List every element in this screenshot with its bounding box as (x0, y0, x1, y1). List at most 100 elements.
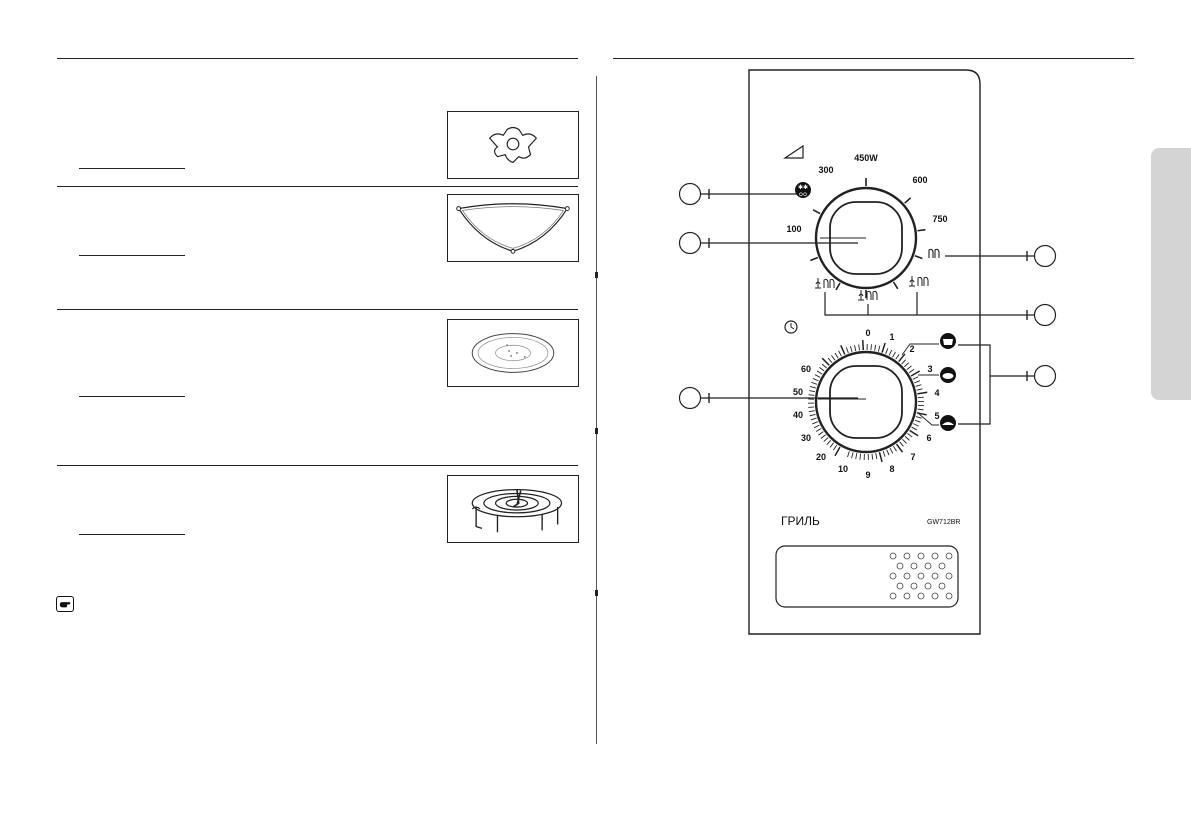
timer-tick (827, 357, 833, 363)
timer-tick (913, 423, 919, 427)
timer-tick (886, 449, 890, 456)
vent-hole (945, 572, 953, 580)
timer-tick (831, 355, 836, 361)
vent-hole (910, 562, 918, 570)
power-knob[interactable] (814, 186, 918, 290)
callout-defrost (678, 182, 796, 206)
callout-combi (824, 292, 1057, 327)
separator-tick (595, 272, 598, 278)
model-number: GW712BR (927, 519, 960, 526)
vent-hole (924, 582, 932, 590)
side-tab (1151, 148, 1191, 400)
callout-grill (945, 244, 1057, 268)
timer-tick (814, 374, 821, 378)
timer-tick (829, 442, 835, 448)
vent-hole (924, 562, 932, 570)
timer-mark-6: 6 (926, 433, 931, 443)
vent-hole (917, 552, 925, 560)
timer-tick (911, 426, 918, 431)
callout-auto-cook (958, 344, 1057, 425)
grill-rack-image (447, 475, 579, 543)
clock-icon (784, 320, 798, 334)
timer-tick (821, 363, 827, 369)
timer-tick (917, 408, 924, 411)
timer-mark-2: 2 (909, 344, 914, 354)
top-rule-right (613, 58, 1134, 59)
timer-tick (916, 388, 923, 391)
brand-label: ГРИЛЬ (781, 514, 820, 528)
svg-text:ᴑᴑ: ᴑᴑ (799, 191, 807, 198)
vent-hole (931, 572, 939, 580)
separator-tick (595, 428, 598, 434)
timer-tick (812, 421, 819, 425)
timer-tick (833, 444, 838, 451)
vent-hole (903, 592, 911, 600)
timer-tick (834, 352, 839, 359)
vent-hole (896, 562, 904, 570)
timer-tick (892, 351, 896, 358)
timer-tick (898, 353, 906, 363)
timer-tick (845, 347, 849, 354)
timer-mark-5: 5 (934, 411, 939, 421)
timer-tick (915, 384, 922, 387)
timer-tick (816, 370, 823, 375)
timer-tick (819, 367, 825, 372)
power-tick (892, 281, 899, 290)
power-tick (810, 256, 819, 262)
vent-hole (945, 552, 953, 560)
vent-hole (903, 572, 911, 580)
timer-tick (854, 345, 857, 352)
timer-tick (870, 344, 872, 351)
pointing-hand-icon (56, 596, 74, 612)
vent-hole (945, 592, 953, 600)
timer-tick (820, 434, 826, 439)
vent-hole (917, 572, 925, 580)
timer-tick (917, 391, 928, 395)
label-rule-turntable (79, 396, 185, 397)
timer-tick (840, 345, 846, 355)
grill-rack-icon (471, 488, 563, 533)
timer-tick (838, 350, 842, 357)
top-rule-left (57, 58, 578, 59)
timer-tick (875, 452, 878, 460)
timer-tick (811, 381, 818, 385)
vent-hole (903, 552, 911, 560)
timer-tick (895, 443, 904, 453)
coupler-image (447, 111, 579, 179)
timer-tick (881, 342, 886, 353)
timer-tick (809, 390, 816, 393)
power-tick (917, 228, 926, 232)
timer-mark-7: 7 (910, 452, 915, 462)
defrost-icon: ✱✱ ᴑᴑ (795, 182, 811, 198)
timer-mark-9: 9 (865, 470, 870, 480)
timer-tick (808, 394, 815, 396)
timer-tick (812, 377, 819, 382)
timer-tick (874, 344, 877, 351)
rule-after-coupler (57, 186, 578, 187)
timer-tick (862, 340, 865, 351)
timer-tick (834, 446, 841, 457)
power-level-750: 750 (932, 214, 947, 224)
timer-tick (893, 445, 897, 452)
timer-tick (877, 345, 881, 352)
timer-tick (908, 369, 915, 374)
vent-hole (889, 572, 897, 580)
plate-icon (940, 367, 956, 383)
timer-knob[interactable] (814, 350, 918, 454)
vent-grille (889, 552, 953, 600)
power-level-600: 600 (912, 175, 927, 185)
timer-tick (858, 344, 860, 351)
timer-tick (851, 452, 854, 459)
timer-tick (901, 359, 907, 365)
timer-tick (902, 438, 907, 444)
timer-mark-50: 50 (793, 387, 803, 397)
power-tick (812, 209, 821, 215)
timer-mark-40: 40 (793, 410, 803, 420)
timer-tick (849, 346, 853, 353)
timer-tick (899, 441, 904, 447)
timer-tick (809, 413, 816, 417)
power-triangle-icon (783, 144, 804, 159)
turntable-image (447, 319, 579, 387)
label-rule-roller-ring (79, 255, 185, 256)
vent-hole (910, 582, 918, 590)
